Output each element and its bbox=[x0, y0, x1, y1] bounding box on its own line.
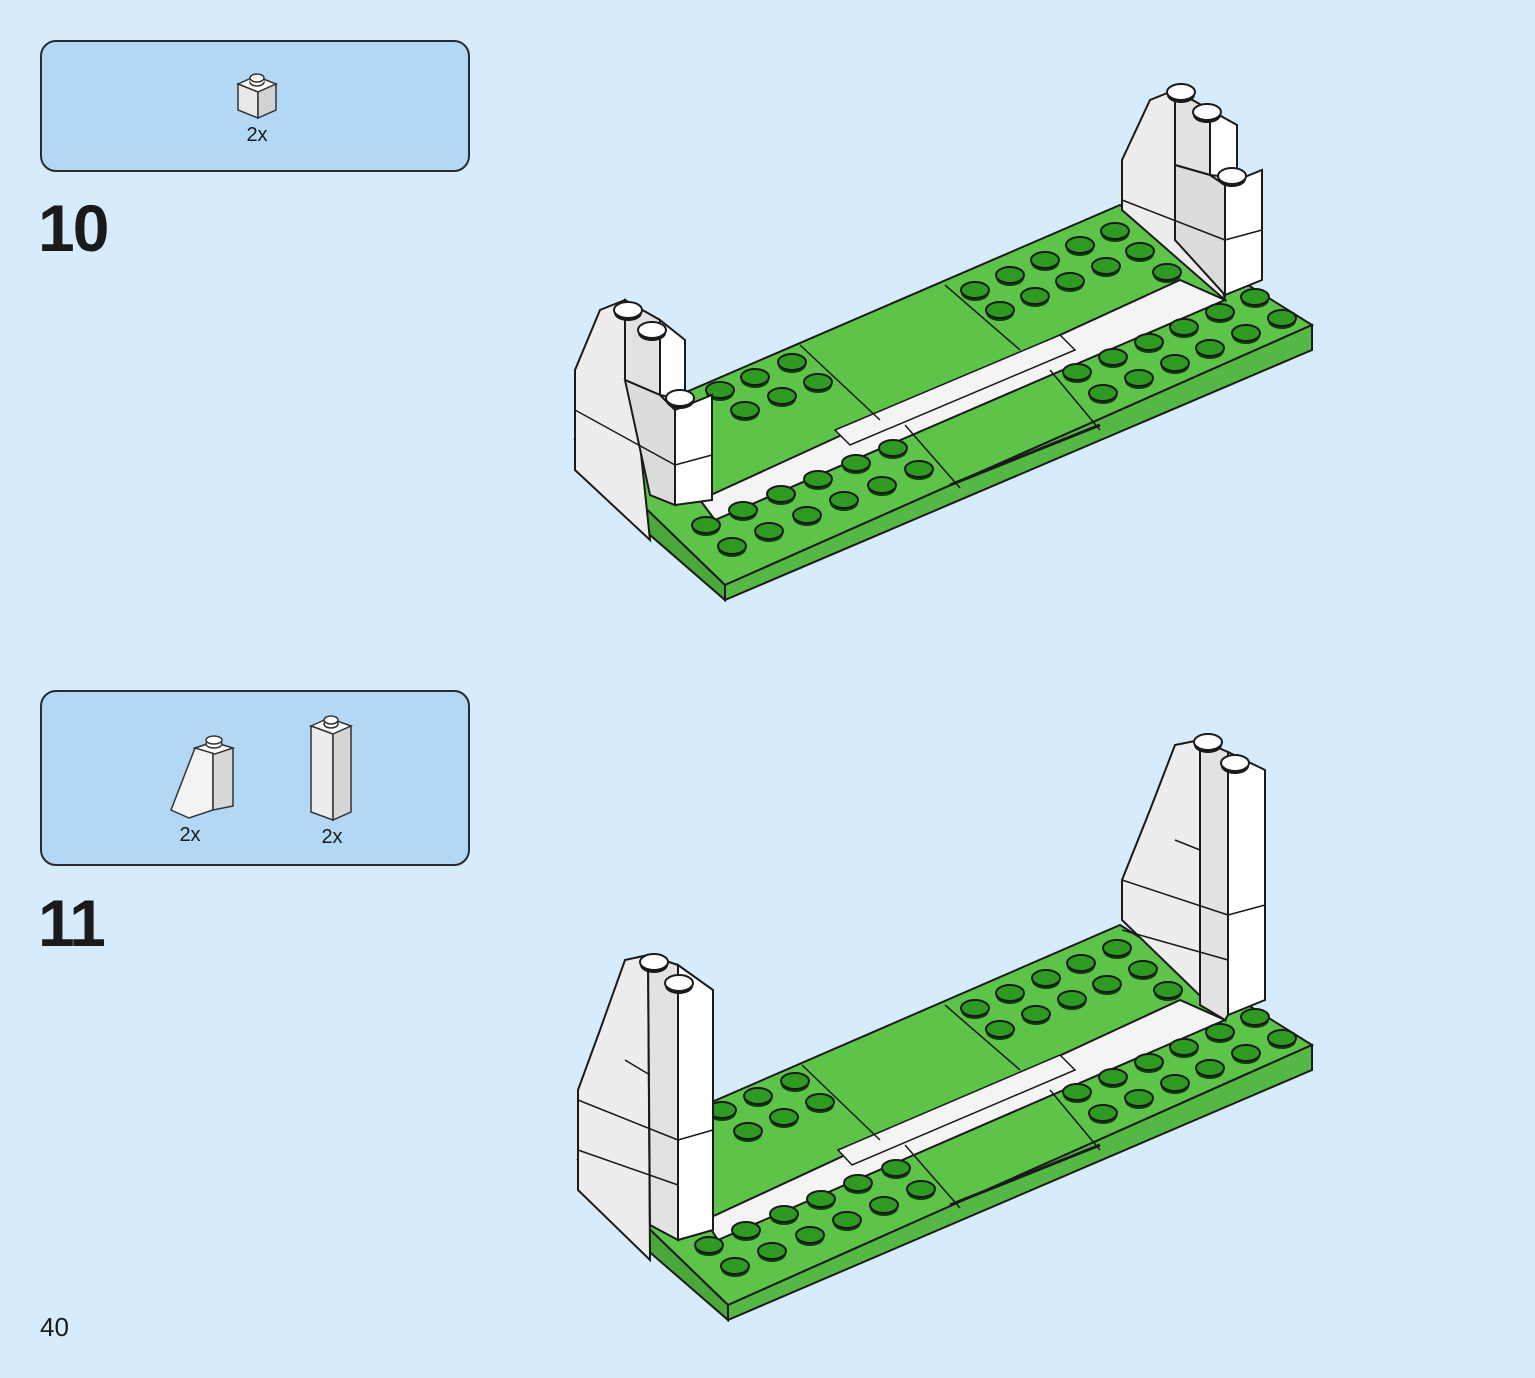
part-quantity: 2x bbox=[321, 826, 343, 848]
parts-callout-step-11: 2x 2x bbox=[40, 690, 470, 866]
build-model-step-10 bbox=[573, 83, 1315, 603]
part-white-brick-1x1: 2x bbox=[232, 70, 282, 147]
part-white-slope-1x1x2: 2x bbox=[160, 730, 240, 847]
white-tall-brick-icon bbox=[308, 715, 354, 822]
parts-callout-step-10: 2x bbox=[40, 40, 470, 172]
page-number: 40 bbox=[40, 1312, 69, 1342]
white-slope-icon bbox=[170, 735, 235, 819]
step-number: 10 bbox=[38, 191, 109, 265]
part-white-brick-1x1x3: 2x bbox=[302, 712, 362, 849]
build-model-step-11 bbox=[576, 733, 1315, 1323]
white-brick-1x1-icon bbox=[236, 73, 278, 120]
step-number: 11 bbox=[38, 886, 106, 960]
part-quantity: 2x bbox=[246, 124, 268, 146]
part-quantity: 2x bbox=[179, 824, 201, 846]
